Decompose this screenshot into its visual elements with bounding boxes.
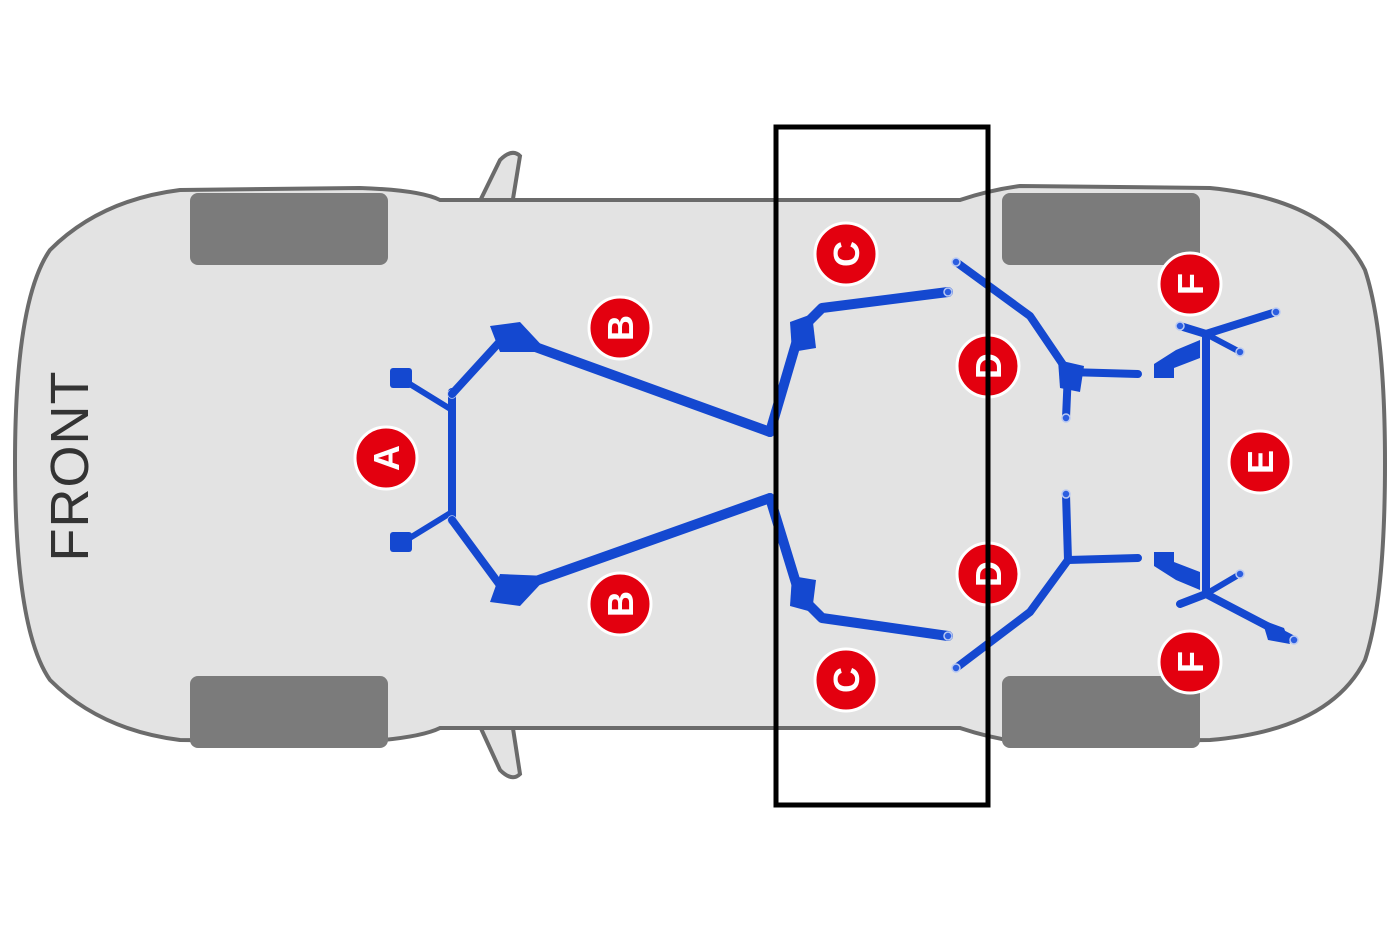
brace-b-bottom [448, 493, 775, 606]
svg-text:C: C [826, 667, 867, 693]
svg-text:A: A [366, 445, 407, 471]
tire-front-top [190, 193, 388, 265]
badge-b-top: B [587, 295, 653, 361]
badge-c-top: C [813, 221, 879, 287]
highlight-box [773, 124, 991, 808]
svg-text:E: E [1240, 450, 1281, 474]
car-body [12, 183, 1388, 745]
badge-b-bottom: B [587, 571, 653, 637]
svg-text:F: F [1170, 273, 1211, 295]
front-label: FRONT [40, 371, 100, 562]
badge-f-bottom: F [1157, 629, 1223, 695]
tire-rear-top [1002, 193, 1200, 265]
mirror-bottom [474, 720, 523, 780]
tire-front-bottom [190, 676, 388, 748]
svg-text:F: F [1170, 651, 1211, 673]
mirror-top [474, 150, 523, 207]
tire-rear-bottom [1002, 676, 1200, 748]
badge-c-bottom: C [813, 647, 879, 713]
badge-e: E [1227, 429, 1293, 495]
brace-d-top [951, 257, 1142, 423]
svg-text:C: C [826, 241, 867, 267]
badge-f-top: F [1157, 251, 1223, 317]
brace-f-top [1175, 307, 1281, 357]
brace-f-bottom [1176, 569, 1299, 645]
brace-d-bottom [951, 489, 1142, 673]
badge-a: A [353, 425, 419, 491]
brace-e [1154, 330, 1210, 598]
svg-text:B: B [600, 315, 641, 341]
svg-text:B: B [600, 591, 641, 617]
